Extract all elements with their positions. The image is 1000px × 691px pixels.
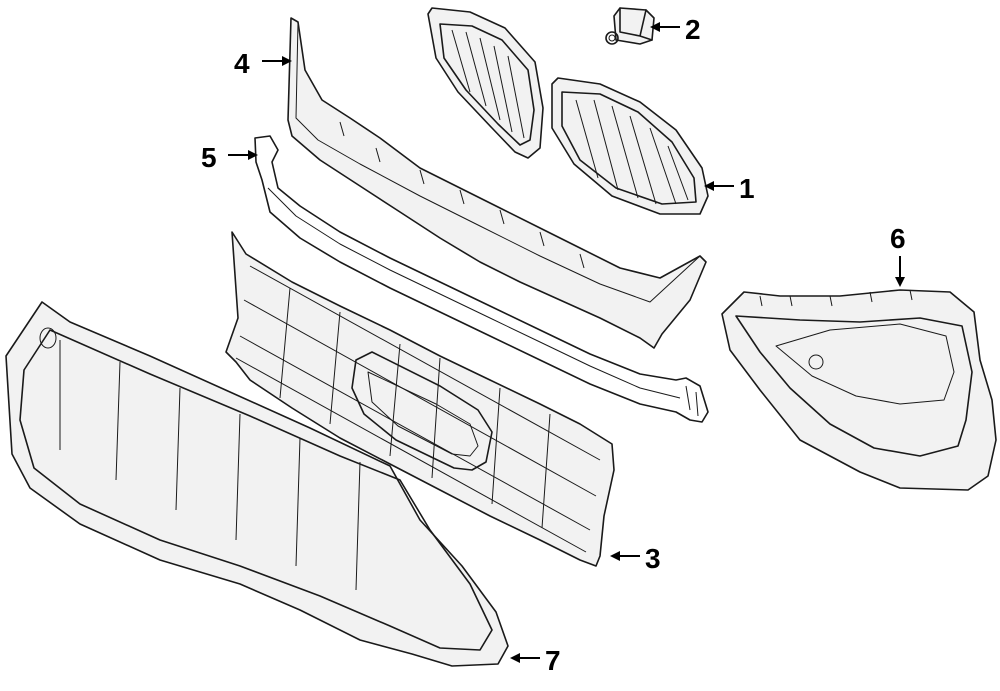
callout-3: 3 bbox=[610, 543, 661, 574]
callout-number: 6 bbox=[890, 223, 906, 254]
callout-number: 1 bbox=[739, 173, 755, 204]
part-6-fog-bezel bbox=[721, 289, 997, 491]
callout-5: 5 bbox=[201, 142, 258, 173]
part-1-kidney-grille bbox=[427, 7, 709, 215]
part-3-grille-carrier bbox=[225, 231, 615, 567]
callout-number: 4 bbox=[234, 48, 250, 79]
callout-number: 2 bbox=[685, 14, 701, 45]
callout-7: 7 bbox=[510, 645, 561, 676]
part-4-upper-trim bbox=[287, 17, 707, 349]
callout-2: 2 bbox=[650, 14, 701, 45]
callout-1: 1 bbox=[704, 173, 755, 204]
part-7-lower-trim bbox=[5, 301, 509, 667]
callout-number: 3 bbox=[645, 543, 661, 574]
callout-4: 4 bbox=[234, 48, 292, 79]
callout-number: 5 bbox=[201, 142, 217, 173]
part-2-camera bbox=[605, 7, 655, 45]
callout-number: 7 bbox=[545, 645, 561, 676]
callout-6: 6 bbox=[890, 223, 906, 287]
part-5-bracket bbox=[254, 135, 709, 423]
